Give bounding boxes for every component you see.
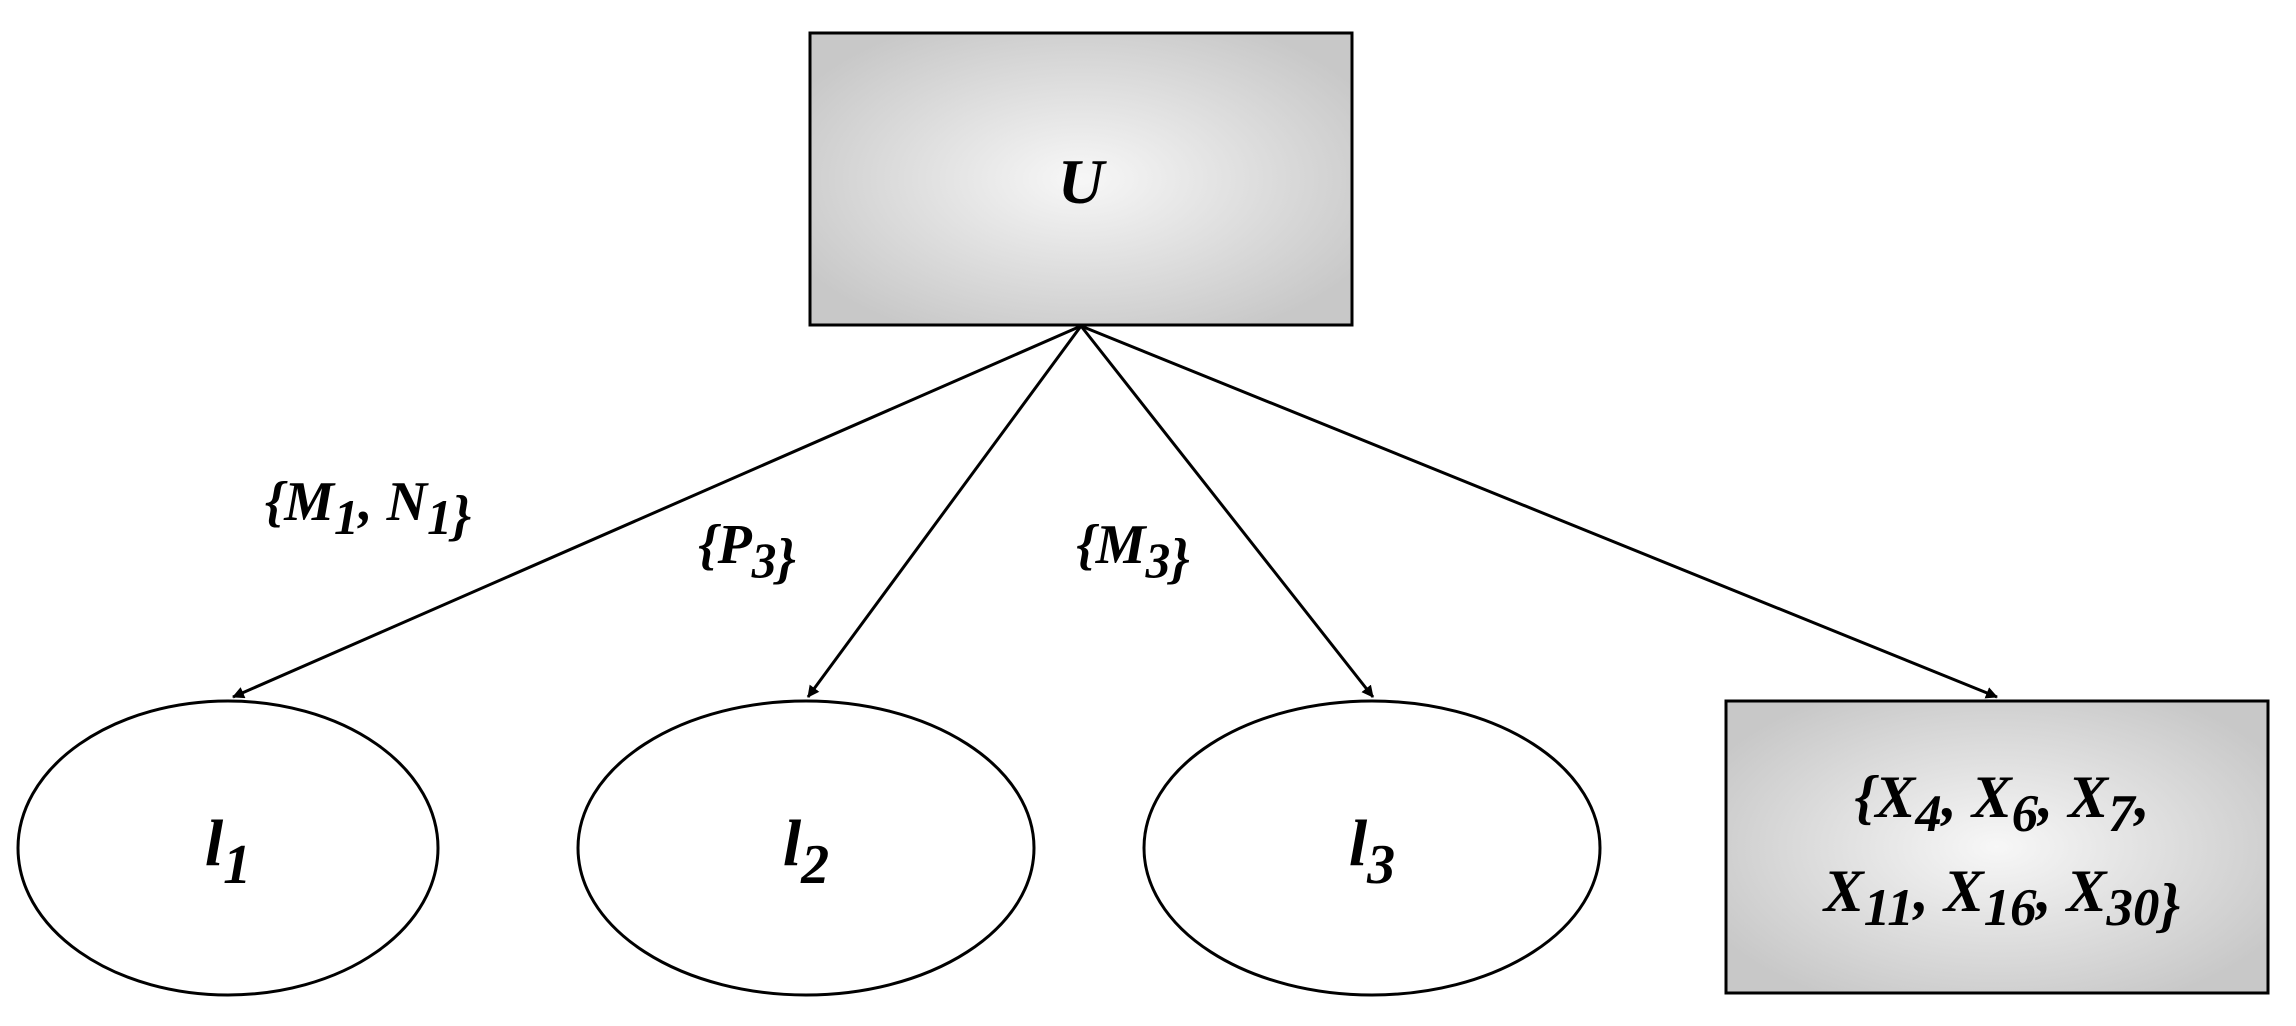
residual-label-symbol: X — [1873, 764, 1917, 830]
edge-label-l1-subscript: 1 — [427, 490, 452, 545]
root-node-box — [808, 31, 1354, 327]
residual-label-symbol: X — [2066, 764, 2110, 830]
residual-label-close-brace: } — [2155, 872, 2180, 938]
edge-label-l1-subscript: 1 — [334, 490, 359, 545]
residual-label-separator: , — [2035, 858, 2067, 924]
edge-label-l1-symbol: M — [283, 471, 336, 533]
root-node: U — [808, 31, 1354, 327]
edge-label-l1-symbol: N — [386, 471, 430, 533]
residual-node-label-line-2: X11, X16, X30} — [1822, 858, 2181, 938]
edge-u-to-l3 — [1079, 325, 1375, 698]
residual-label-subscript: 4 — [1914, 785, 1941, 843]
leaf-node-l1: l1 — [16, 699, 440, 997]
root-node-label: U — [1058, 146, 1107, 217]
residual-node: {X4, X6, X7, X11, X16, X30} — [1724, 699, 2270, 995]
leaf-node-l2-label: l2 — [783, 807, 829, 896]
leaf-node-l2-shape — [576, 699, 1036, 997]
residual-node-label-line-1: {X4, X6, X7, — [1854, 764, 2149, 843]
edge-label-l2-subscript: 3 — [751, 533, 777, 588]
residual-label-subscript: 30 — [2106, 879, 2160, 937]
residual-label-open-brace: { — [1854, 764, 1879, 830]
edge-label-l2-close-brace: } — [772, 528, 796, 590]
edge-label-l3-symbol: M — [1095, 514, 1148, 576]
residual-label-subscript: 7 — [2108, 785, 2137, 843]
leaf-node-l3-label: l3 — [1349, 807, 1395, 896]
edge-label-l3-close-brace: } — [1166, 528, 1190, 590]
residual-label-separator: , — [1912, 858, 1944, 924]
residual-label-symbol: X — [2065, 858, 2109, 924]
edge-label-l2: {P3} — [698, 514, 796, 590]
leaf-node-l1-shape — [16, 699, 440, 997]
residual-node-box — [1724, 699, 2270, 995]
leaf-node-l2: l2 — [576, 699, 1036, 997]
residual-label-symbol: X — [1970, 764, 2014, 830]
residual-label-separator: , — [2133, 764, 2150, 830]
leaf-node-l1-label: l1 — [205, 807, 251, 896]
edges — [232, 324, 1998, 699]
residual-label-subscript: 11 — [1864, 879, 1914, 937]
leaf-node-l3: l3 — [1142, 699, 1602, 997]
residual-label-separator: , — [1940, 764, 1972, 830]
residual-label-subscript: 16 — [1984, 879, 2037, 937]
edge-label-l3-open-brace: { — [1076, 514, 1099, 576]
edge-label-l3: {M3} — [1076, 514, 1189, 590]
edge-label-l1-separator: , — [357, 471, 387, 533]
leaf-node-l3-shape — [1142, 699, 1602, 997]
edge-u-to-residual — [1080, 324, 1998, 699]
edge-label-l2-symbol: P — [717, 514, 753, 576]
edge-label-l1-open-brace: { — [265, 471, 288, 533]
edge-u-to-l2 — [806, 325, 1083, 698]
edge-label-l1-close-brace: } — [448, 485, 472, 547]
edge-u-to-l1 — [232, 324, 1082, 699]
edge-label-l2-open-brace: { — [698, 514, 721, 576]
edge-label-l1: {M1, N1} — [265, 471, 472, 547]
residual-label-symbol: X — [1942, 858, 1986, 924]
residual-label-separator: , — [2036, 764, 2068, 830]
residual-label-subscript: 6 — [2012, 785, 2039, 843]
residual-label-symbol: X — [1822, 858, 1866, 924]
edge-label-l3-subscript: 3 — [1145, 533, 1171, 588]
